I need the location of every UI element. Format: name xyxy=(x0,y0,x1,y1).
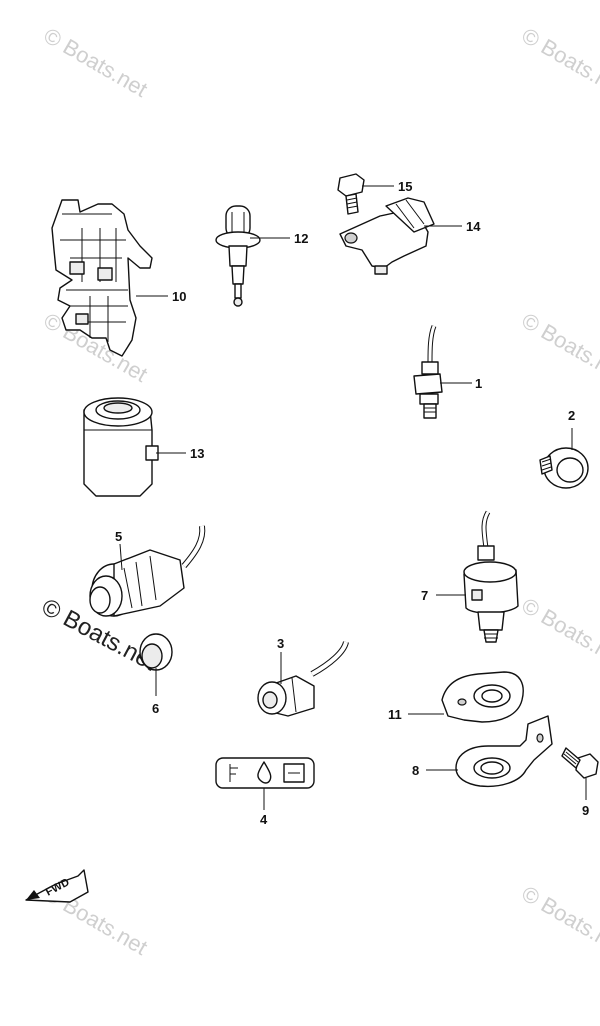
pressure-switch-part-7 xyxy=(464,512,518,642)
label-plate-part-4 xyxy=(216,758,314,788)
part-label-14: 14 xyxy=(466,219,481,234)
boot-part-13 xyxy=(84,398,158,496)
sensor-part-12 xyxy=(216,206,260,306)
part-label-13: 13 xyxy=(190,446,204,461)
watermark: © Boats.net xyxy=(40,23,152,102)
fwd-arrow: FWD xyxy=(26,870,88,902)
watermark: © Boats.net xyxy=(518,881,600,960)
bracket-part-8 xyxy=(456,716,552,786)
part-label-15: 15 xyxy=(398,179,412,194)
sensor-part-3 xyxy=(258,642,346,716)
part-label-11: 11 xyxy=(388,707,402,722)
part-label-5: 5 xyxy=(115,529,122,544)
gasket-part-11 xyxy=(442,672,523,722)
part-label-3: 3 xyxy=(277,636,284,651)
bolt-part-9 xyxy=(562,748,598,778)
part-labels: 1 2 3 4 5 6 7 8 9 10 11 12 13 14 15 xyxy=(115,179,589,827)
watermark: © Boats.net xyxy=(518,23,600,102)
sensor-part-5 xyxy=(90,526,202,616)
temp-sensor-part-1 xyxy=(414,326,442,418)
part-label-1: 1 xyxy=(475,376,482,391)
part-label-4: 4 xyxy=(260,812,268,827)
knock-sensor-part-2 xyxy=(540,448,588,488)
part-label-2: 2 xyxy=(568,408,575,423)
part-label-9: 9 xyxy=(582,803,589,818)
part-label-8: 8 xyxy=(412,763,419,778)
leader-lines xyxy=(120,186,586,810)
part-label-6: 6 xyxy=(152,701,159,716)
part-label-10: 10 xyxy=(172,289,186,304)
watermark: © Boats.net xyxy=(518,308,600,387)
part-label-7: 7 xyxy=(421,588,428,603)
watermark: © Boats.net xyxy=(518,593,600,672)
cap-part-6 xyxy=(140,634,172,670)
part-label-12: 12 xyxy=(294,231,308,246)
bolt-part-15 xyxy=(338,174,364,214)
